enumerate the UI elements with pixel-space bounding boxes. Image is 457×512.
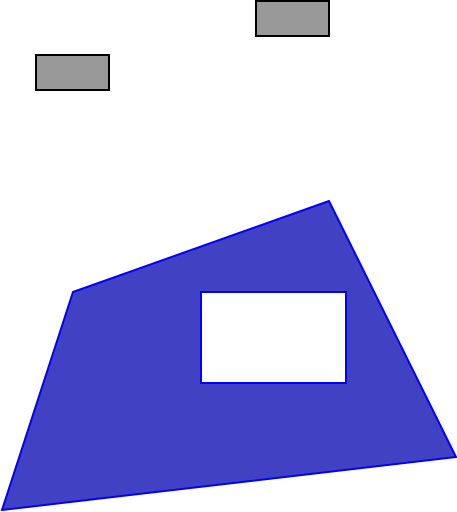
inner-white-rectangle xyxy=(200,291,347,384)
top-left-rectangle xyxy=(35,54,110,91)
top-right-rectangle xyxy=(255,0,330,37)
